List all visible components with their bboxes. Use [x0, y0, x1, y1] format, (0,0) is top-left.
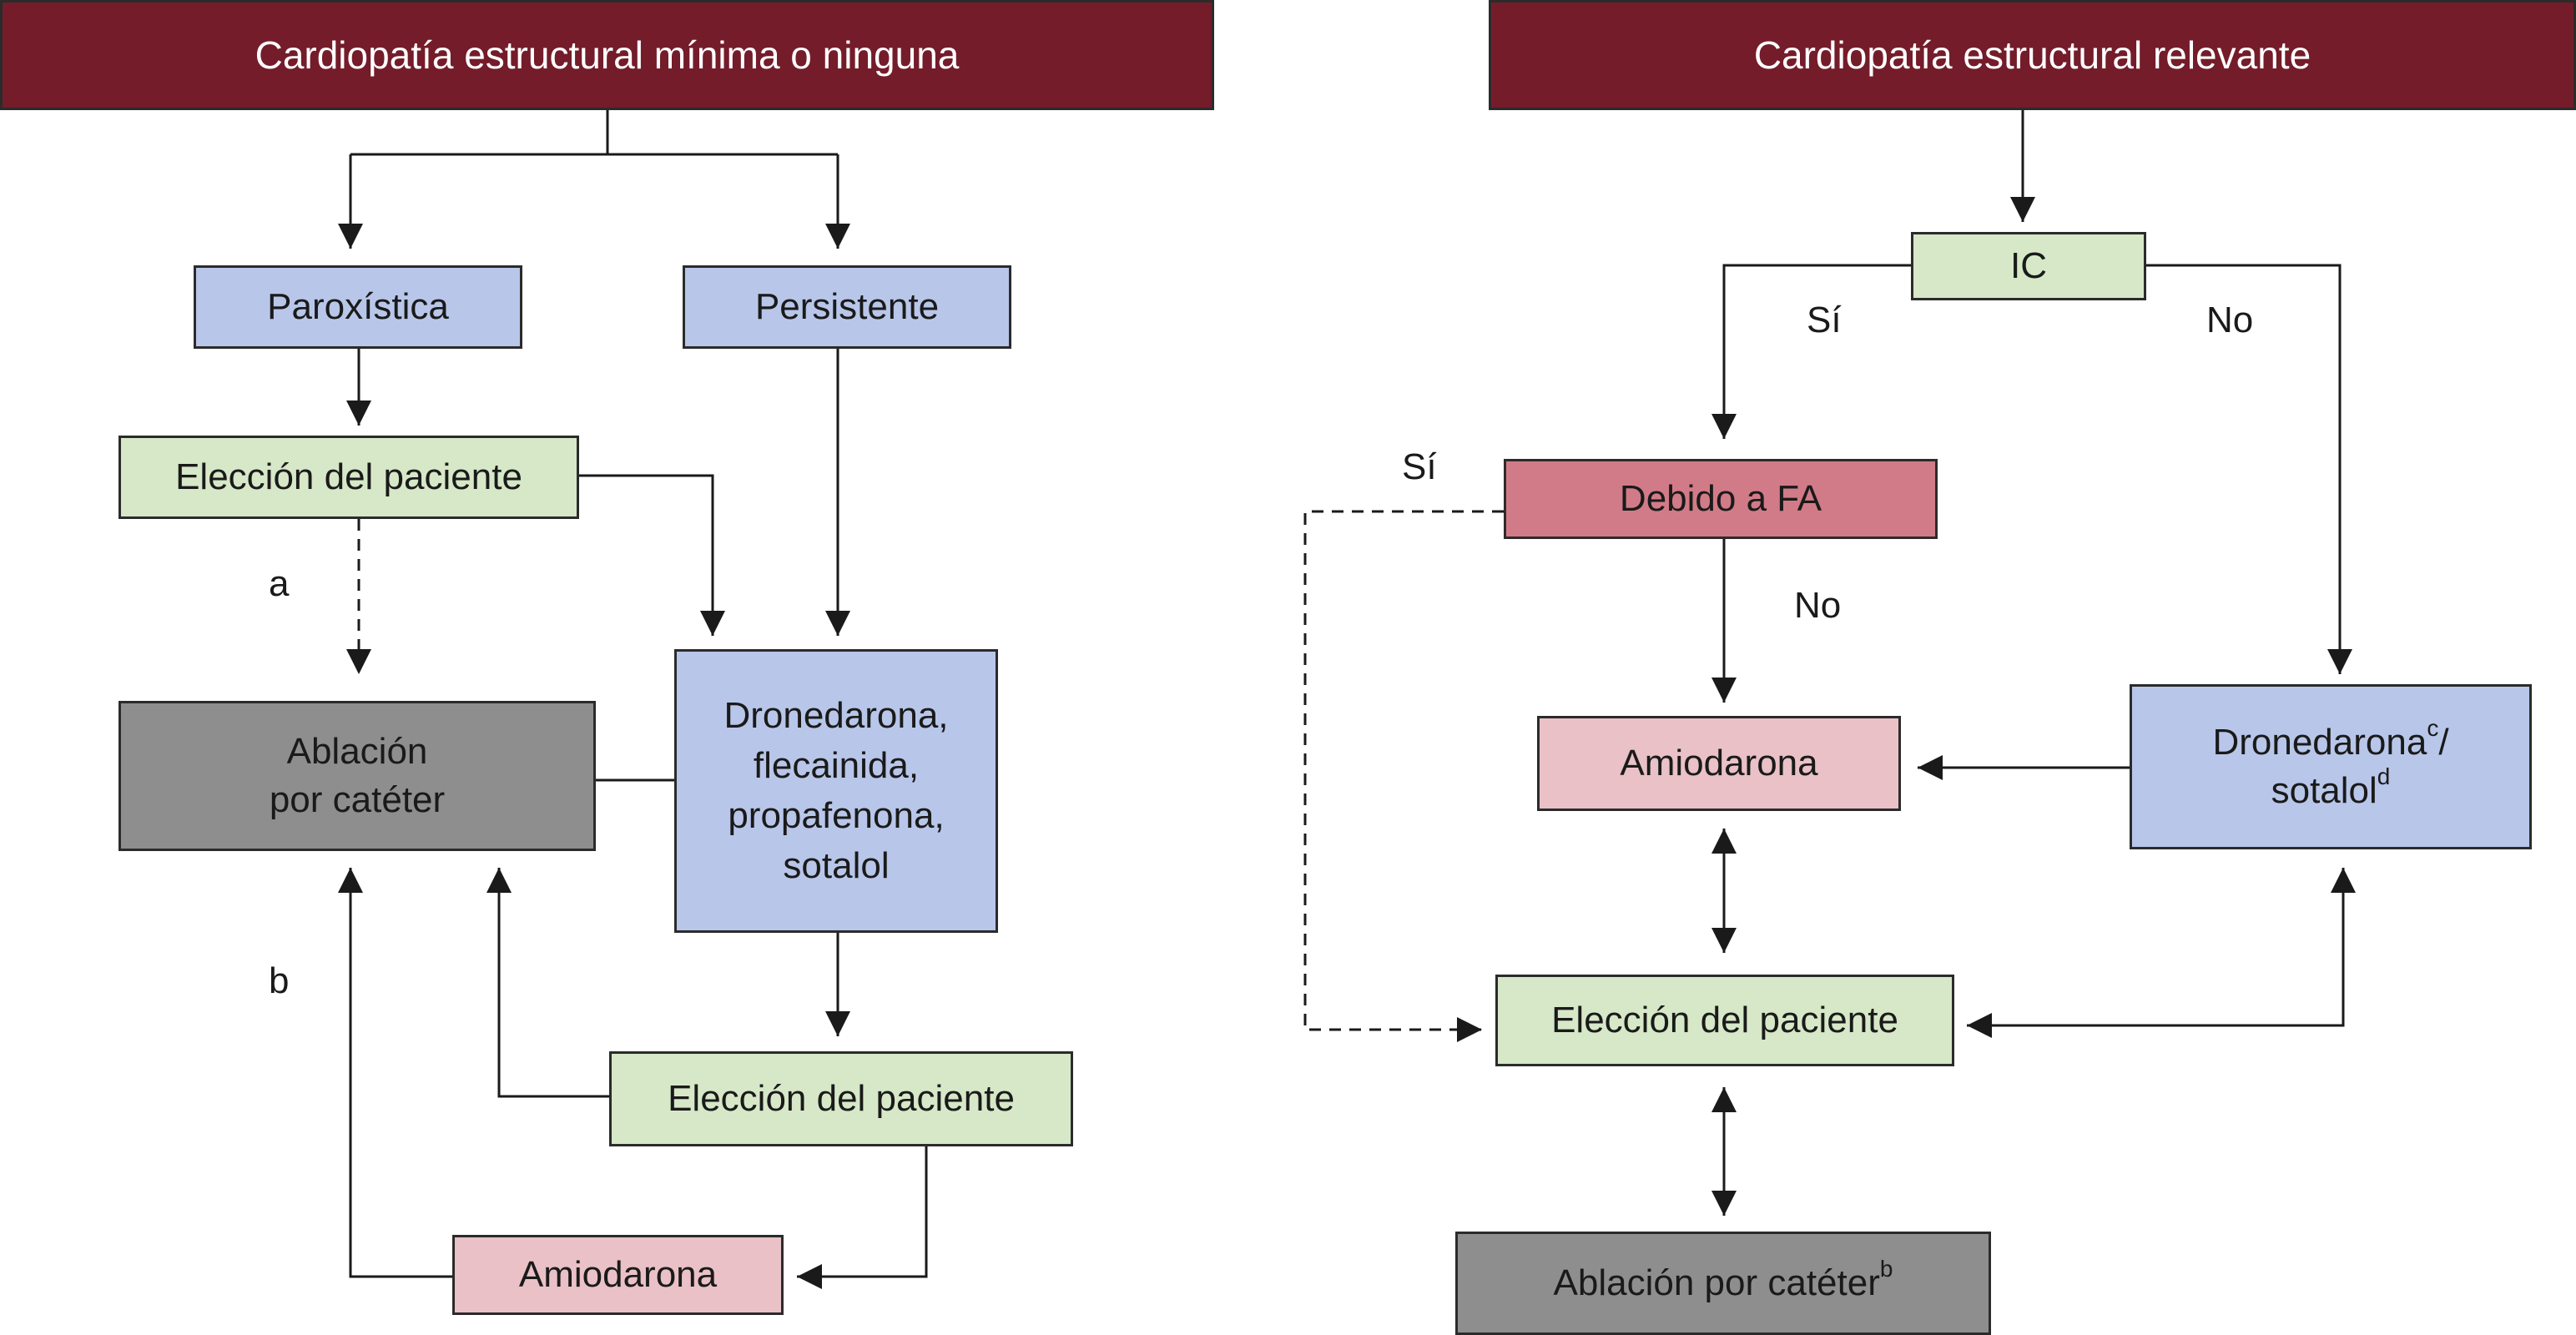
ablacion-footnote: b	[1879, 1256, 1893, 1282]
debido-fa-box: Debido a FA	[1504, 459, 1938, 539]
label-si-1: Sí	[1807, 300, 1842, 340]
amiodarona-text-left: Amiodarona	[518, 1253, 718, 1295]
dronedarona-sotalol-box: Dronedaronac/ sotalold	[2130, 684, 2532, 849]
right-header: Cardiopatía estructural relevante	[1489, 0, 2576, 110]
left-header-text: Cardiopatía estructural mínima o ninguna	[255, 33, 960, 77]
eleccion-paciente-text-2: Elección del paciente	[668, 1077, 1015, 1119]
paroxistica-box: Paroxística	[194, 265, 522, 349]
drugs-box: Dronedarona, flecainida, propafenona, so…	[674, 649, 998, 933]
eleccion-paciente-box-1: Elección del paciente	[118, 436, 579, 519]
eleccion-paciente-box-right: Elección del paciente	[1495, 975, 1954, 1066]
arrow-amiodarona-to-ablacion	[349, 868, 452, 1278]
right-header-text: Cardiopatía estructural relevante	[1753, 33, 2311, 77]
dronedarona-footnote: c	[2427, 715, 2439, 742]
amiodarona-text-right: Amiodarona	[1620, 742, 1818, 783]
amiodarona-box-right: Amiodarona	[1537, 716, 1901, 811]
debido-fa-text: Debido a FA	[1619, 477, 1822, 519]
ic-box: IC	[1911, 232, 2146, 300]
arrow-eleccion-to-drugs	[579, 474, 714, 636]
arrow-ic-si	[1722, 264, 1911, 439]
persistente-text: Persistente	[754, 285, 940, 327]
branch-connector	[350, 110, 838, 156]
eleccion-paciente-box-2: Elección del paciente	[609, 1051, 1073, 1146]
drugs-text-line2: flecainida,	[753, 745, 920, 787]
eleccion-paciente-text-right: Elección del paciente	[1551, 999, 1898, 1040]
slash-text: /	[2438, 721, 2449, 763]
dronedarona-line: Dronedaronac/	[2212, 715, 2449, 767]
ablacion-box-right: Ablación por catéterb	[1455, 1232, 1991, 1335]
sotalol-text: sotalol	[2271, 770, 2377, 811]
ablacion-text-line2: por catéter	[269, 779, 446, 820]
label-si-2: Sí	[1402, 446, 1437, 487]
eleccion-paciente-text-1: Elección del paciente	[175, 456, 522, 497]
drugs-text-line1: Dronedarona,	[723, 695, 949, 737]
sotalol-line: sotalold	[2271, 765, 2391, 815]
drugs-text-line3: propafenona,	[728, 795, 945, 836]
ablacion-box-left: Ablación por catéter	[118, 701, 596, 851]
label-b: b	[269, 960, 290, 1001]
ic-text: IC	[2010, 244, 2047, 286]
label-a: a	[269, 563, 290, 604]
amiodarona-box-left: Amiodarona	[452, 1235, 784, 1315]
left-header: Cardiopatía estructural mínima o ninguna	[0, 0, 1214, 110]
paroxistica-text: Paroxística	[267, 285, 449, 327]
drugs-text-line4: sotalol	[783, 844, 890, 886]
arrow-eleccion-to-ablacion	[497, 868, 609, 1098]
dronedarona-text: Dronedarona	[2212, 721, 2427, 763]
label-no-1: No	[2206, 300, 2254, 340]
ablacion-text-line1: Ablación	[286, 730, 428, 772]
arrow-ic-no	[2146, 264, 2342, 674]
arrow-eleccion-to-amiodarona	[797, 1146, 928, 1278]
dashed-debido-to-eleccion	[1303, 510, 1504, 1031]
arrow-eleccion-dronedarona-bidir	[1967, 868, 2345, 1027]
sotalol-footnote: d	[2377, 763, 2391, 790]
persistente-box: Persistente	[683, 265, 1011, 349]
ablacion-line-right: Ablación por catéterb	[1553, 1256, 1893, 1307]
ablacion-text-right: Ablación por catéter	[1553, 1262, 1880, 1303]
label-no-2: No	[1794, 585, 1842, 626]
